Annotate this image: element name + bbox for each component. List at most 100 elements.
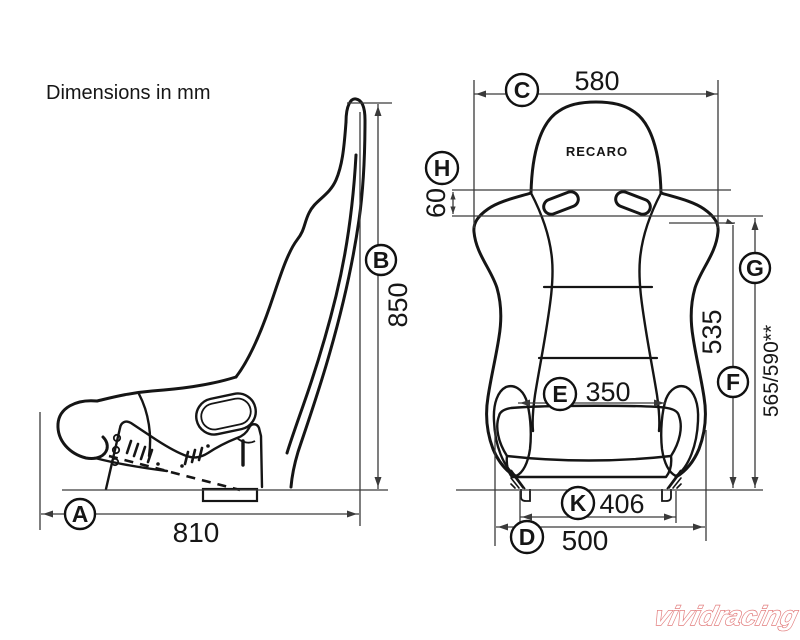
foot-right-tab [661,489,672,502]
dim-B-value: 850 [383,282,413,327]
mount-foot-right [661,469,682,502]
dim-G-circle [738,251,772,285]
dim-D: D 500 [494,430,707,556]
dim-F-value: 535 [697,309,727,354]
thigh-bolster-right [660,385,700,478]
bracket-slot [139,445,147,461]
dim-E-letter: E [552,381,567,407]
side-belt-hole-inner [200,397,252,431]
thigh-bolster-left [492,385,532,478]
dim-C-value: 580 [574,66,619,96]
foot-left-hatch [510,477,520,489]
dimensions: C 580 H 60 B 850 [39,66,783,556]
bracket-slot [190,448,197,464]
dim-E-value: 350 [585,377,630,407]
dim-A-letter: A [72,501,89,527]
foot-left-tab [520,489,531,502]
front-left-outline [472,191,533,479]
dim-A-value: 810 [173,517,220,548]
dim-B: B 850 [347,102,413,489]
dim-A-circle [63,497,97,531]
side-seat-outer-profile [289,97,367,489]
side-seat-front-profile [234,120,348,379]
side-view [56,97,388,503]
belt-slot-left [542,190,580,216]
dim-G: G 565/590** [738,218,783,488]
arrowhead [498,523,508,531]
foot-right-hatch [676,483,682,489]
watermark: vividracing [651,600,800,631]
side-mount-bracket [104,420,264,503]
arrowhead [693,523,703,531]
dim-C: C 580 [473,66,719,228]
dim-H-letter: H [434,155,451,181]
dim-C-circle [504,72,540,108]
bracket-slot [146,448,154,464]
front-left-bolster-seam [529,191,554,433]
side-belt-hole [195,392,257,436]
foot-left-edge [510,469,526,490]
arrowhead [522,513,532,521]
bracket-dashed-line [108,454,241,492]
dim-C-letter: C [514,77,531,103]
dim-E-circle [542,376,578,412]
page-title: Dimensions in mm [46,82,210,104]
dim-G-value: 565/590** [760,325,783,417]
bracket-slot [197,446,204,462]
belt-slot-right-outline [614,190,652,216]
recaro-logo: RECARO [566,144,628,159]
belt-slot-right [614,190,652,216]
side-belt-hole-outer [195,392,257,436]
arrowhead [751,477,759,487]
front-right-bolster-seam [638,191,663,433]
arrowhead [374,106,382,116]
dim-D-value: 500 [562,525,609,556]
dim-F-circle [716,365,750,399]
dim-G-letter: G [746,255,764,281]
foot-left-hatch [510,471,524,489]
slider-foot [201,487,259,503]
side-seat-inner-seam [285,153,358,455]
bracket-hole [112,433,122,443]
dim-B-circle [364,243,398,277]
dim-K-letter: K [570,490,587,516]
arrowhead [520,399,530,407]
arrowhead [374,477,382,487]
side-seat-cushion-top [95,375,238,403]
dim-H: H 60 [421,150,763,218]
bracket-hook-seam [236,437,256,444]
dim-F-letter: F [726,369,740,395]
foot-right-hatch [672,477,682,489]
foot-right-edge [666,469,682,490]
arrowhead [706,90,716,98]
arrowhead [43,510,53,518]
front-view: RECARO [456,100,763,502]
arrowhead [450,192,456,200]
bracket-slot [132,442,140,458]
side-cushion-nose [56,399,109,460]
dim-K-circle [560,485,596,521]
dim-H-circle [424,150,460,186]
dim-D-circle [509,519,545,555]
seat-cushion-pillow [496,404,682,462]
bracket-outline [104,420,264,491]
foot-left-hatch [510,483,516,489]
side-nose-pad-seam [137,392,152,458]
dim-D-letter: D [519,524,536,550]
dim-H-value: 60 [421,188,451,218]
bracket-dot [180,464,184,468]
arrowhead [729,477,737,487]
dim-E: E 350 [518,376,666,412]
front-headrest-dome [529,100,663,195]
seat-cushion-front-lip [505,454,673,479]
arrowhead [450,206,456,214]
mount-foot-left [510,469,531,502]
bracket-slot [183,450,190,466]
bracket-hole [111,445,121,455]
dim-A: A 810 [39,112,361,548]
dim-B-letter: B [373,247,390,273]
arrowhead [664,513,674,521]
bracket-dot [156,462,160,466]
